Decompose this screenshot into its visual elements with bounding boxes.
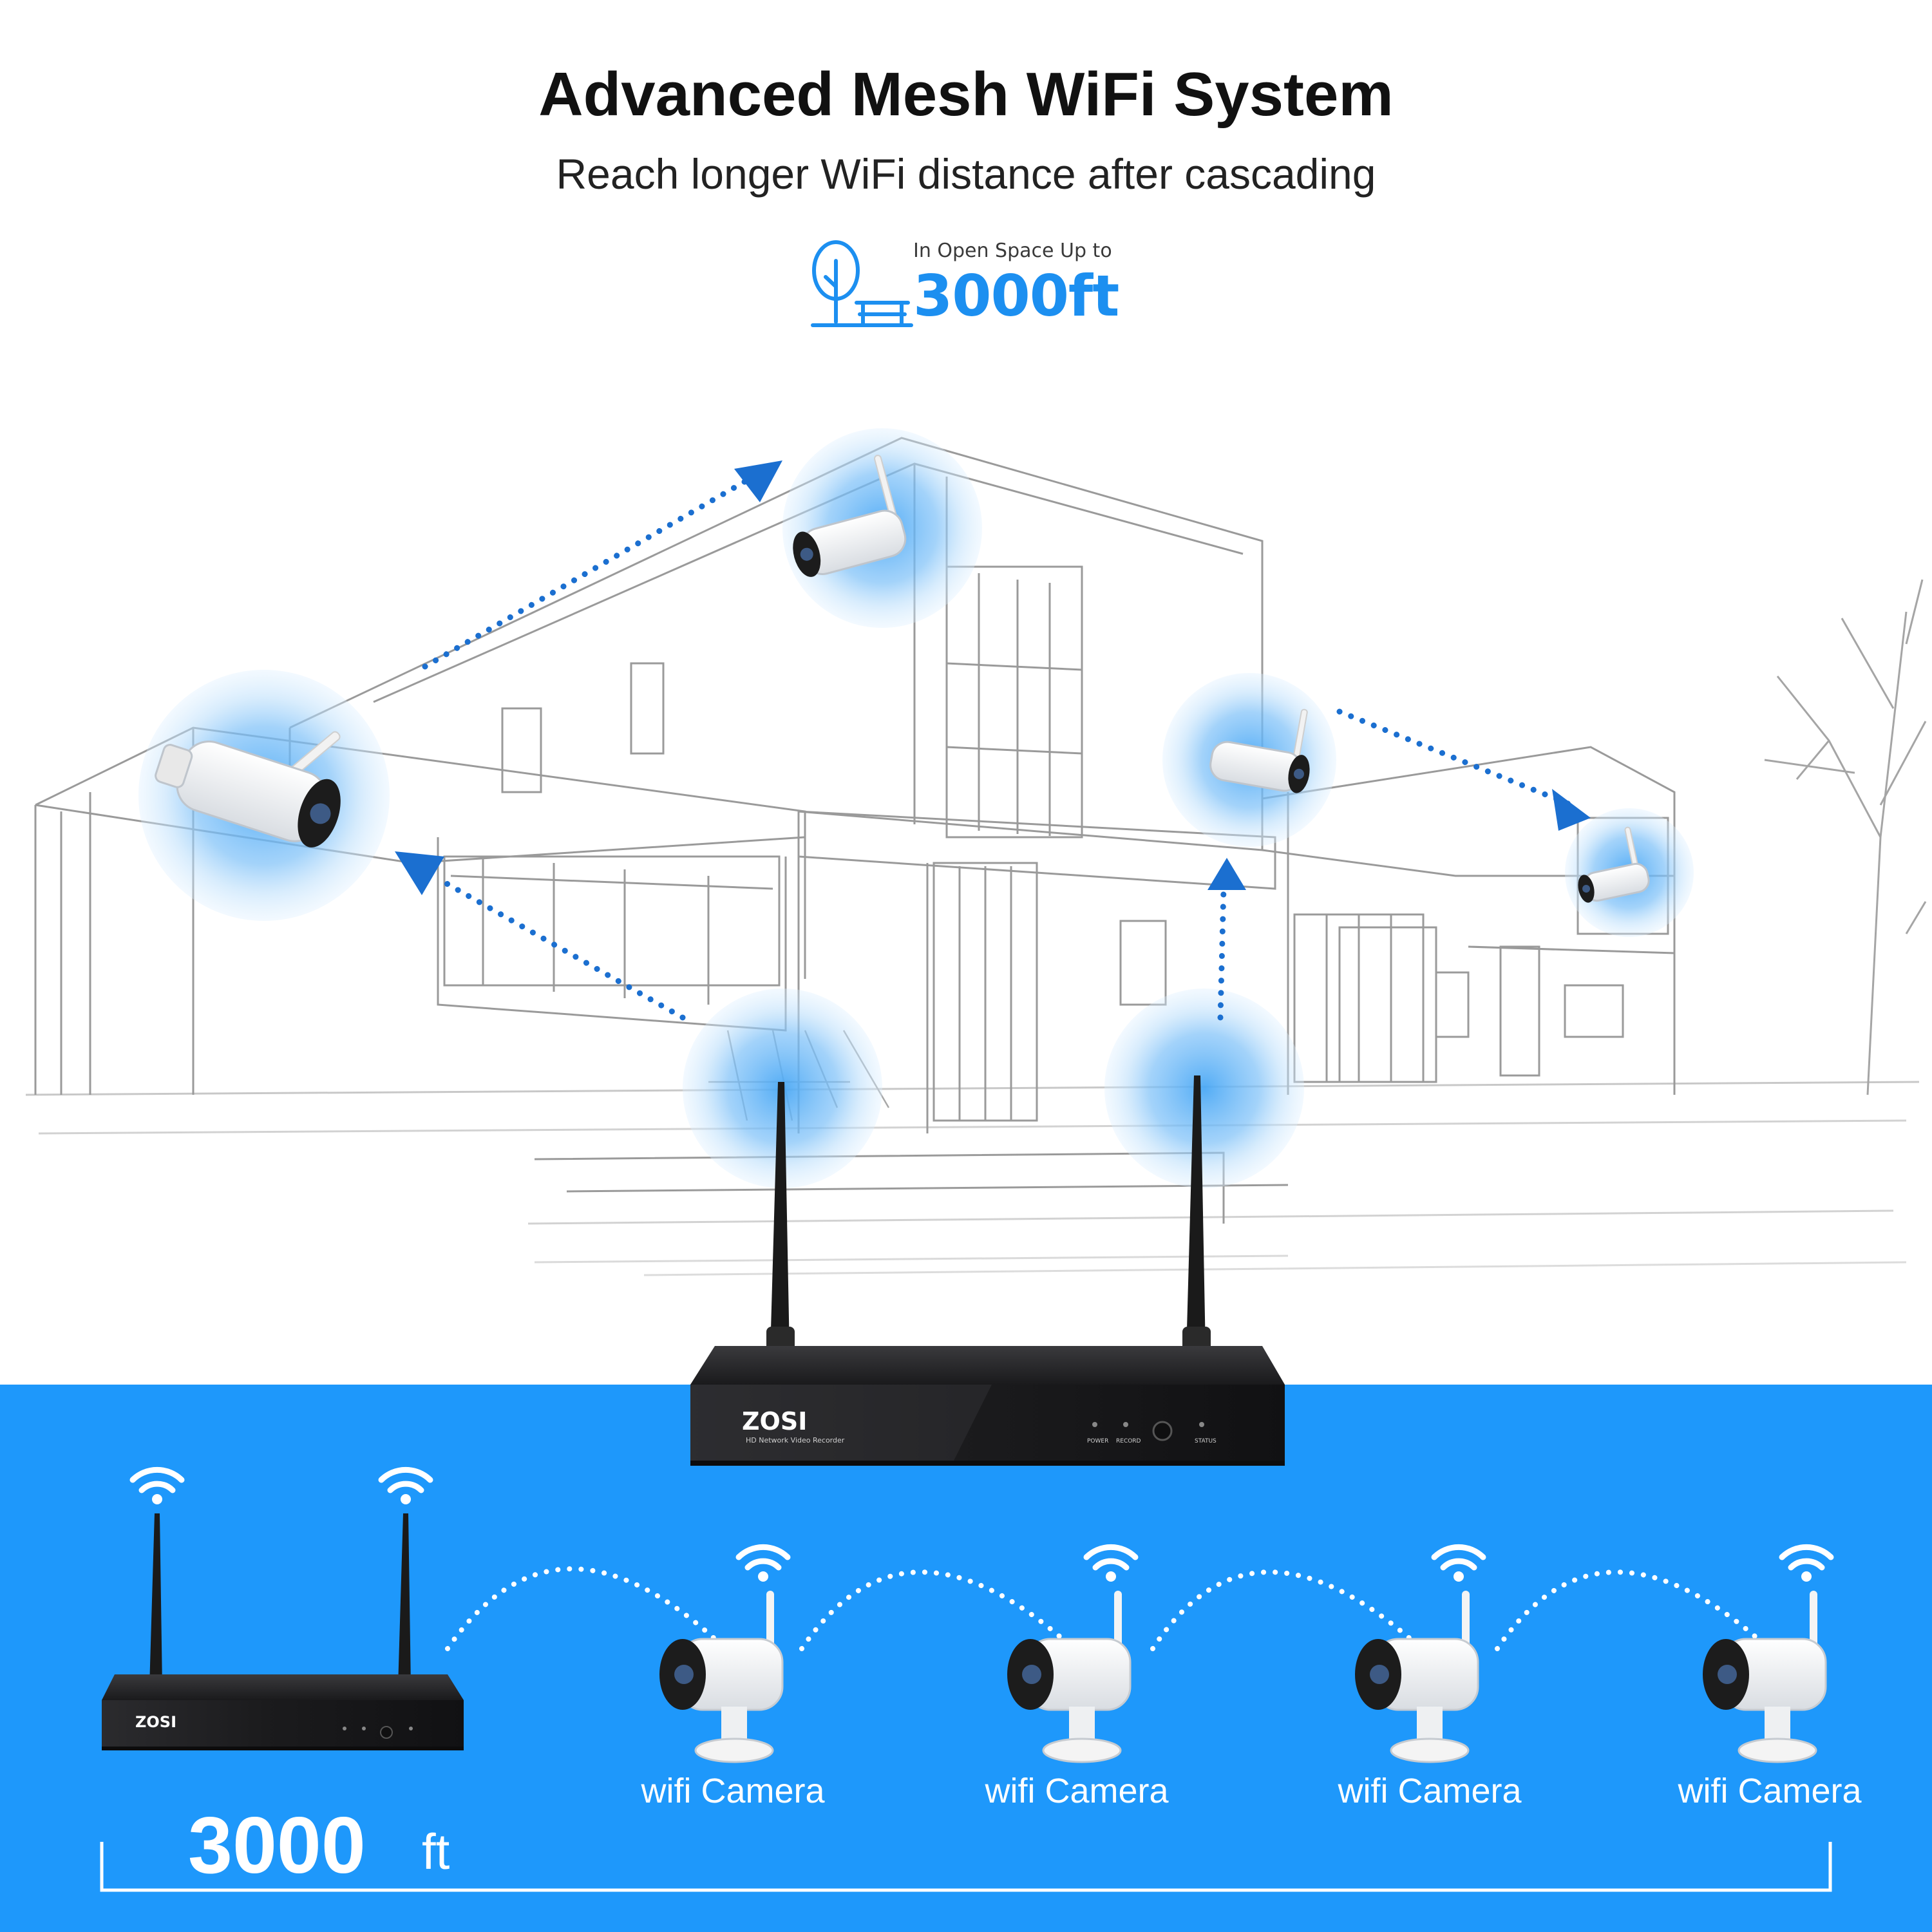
arrowhead-icon (1208, 858, 1246, 890)
cascade-camera-3 (1355, 1591, 1479, 1763)
camera-right (1209, 708, 1310, 793)
link-nvr-to-left (441, 879, 686, 1021)
nvr-model-label: HD Network Video Recorder (746, 1436, 845, 1444)
signal-glows (138, 428, 1694, 1188)
camera-left (155, 731, 341, 848)
cascade-arcs (445, 1566, 1761, 1651)
indicator-status-label: STATUS (1195, 1438, 1217, 1444)
arc-nvr-to-camera-1 (445, 1566, 717, 1651)
antenna-left (770, 1082, 790, 1352)
distance-value: 3000 (188, 1801, 366, 1890)
tree-bench-icon (811, 240, 913, 327)
wifi-icon (735, 1544, 791, 1571)
arrowhead-icon (734, 460, 782, 502)
cascade-camera-4 (1703, 1591, 1827, 1763)
camera-label-1: wifi Camera (641, 1772, 825, 1810)
tree-sketch (1764, 579, 1927, 1095)
nvr-large: ZOSI HD Network Video Recorder POWER REC… (690, 1075, 1285, 1466)
page-title: Advanced Mesh WiFi System (538, 60, 1394, 129)
antenna-right (398, 1513, 411, 1687)
camera-far (1578, 826, 1650, 903)
nvr-brand-label: ZOSI (742, 1407, 807, 1435)
range-caption: In Open Space Up to (913, 240, 1112, 262)
wifi-dots (152, 1494, 1812, 1582)
camera-top (793, 455, 907, 577)
arrowhead-icon (395, 851, 444, 895)
nvr-small: ZOSI (102, 1513, 464, 1750)
wifi-icon (1431, 1544, 1486, 1571)
indicator-record-label: RECORD (1116, 1438, 1141, 1444)
indicator-power-label: POWER (1087, 1438, 1108, 1444)
wifi-icons (129, 1466, 1834, 1571)
page-subtitle: Reach longer WiFi distance after cascadi… (556, 150, 1376, 198)
camera-label-2: wifi Camera (985, 1772, 1169, 1810)
mesh-arrowheads (395, 460, 1591, 895)
camera-label-4: wifi Camera (1678, 1772, 1862, 1810)
house-sketch (25, 437, 1920, 1276)
distance-unit: ft (422, 1823, 450, 1880)
wifi-icon (1083, 1544, 1139, 1571)
nvr-small-brand-label: ZOSI (135, 1713, 176, 1731)
link-nvr-to-right (1217, 886, 1227, 1021)
glow-nvr-right (1104, 989, 1304, 1188)
link-right-to-far (1336, 708, 1575, 808)
link-left-to-top (422, 473, 757, 670)
wifi-icon (378, 1466, 433, 1493)
wifi-icon (1779, 1544, 1834, 1571)
mesh-links (422, 473, 1575, 1021)
arc-camera-1-to-2 (799, 1569, 1065, 1651)
camera-label-3: wifi Camera (1338, 1772, 1522, 1810)
blue-panel (0, 1385, 1932, 1932)
cascade-camera-2 (1007, 1591, 1132, 1763)
antenna-right (1186, 1075, 1206, 1352)
range-value: 3000ft (913, 263, 1119, 329)
arc-camera-2-to-3 (1150, 1569, 1413, 1651)
arrowhead-icon (1552, 789, 1591, 831)
cascade-camera-1 (659, 1591, 784, 1763)
wifi-icon (129, 1466, 185, 1493)
distance-bracket (100, 1842, 1832, 1892)
antenna-left (149, 1513, 162, 1687)
arc-camera-3-to-4 (1495, 1569, 1761, 1651)
